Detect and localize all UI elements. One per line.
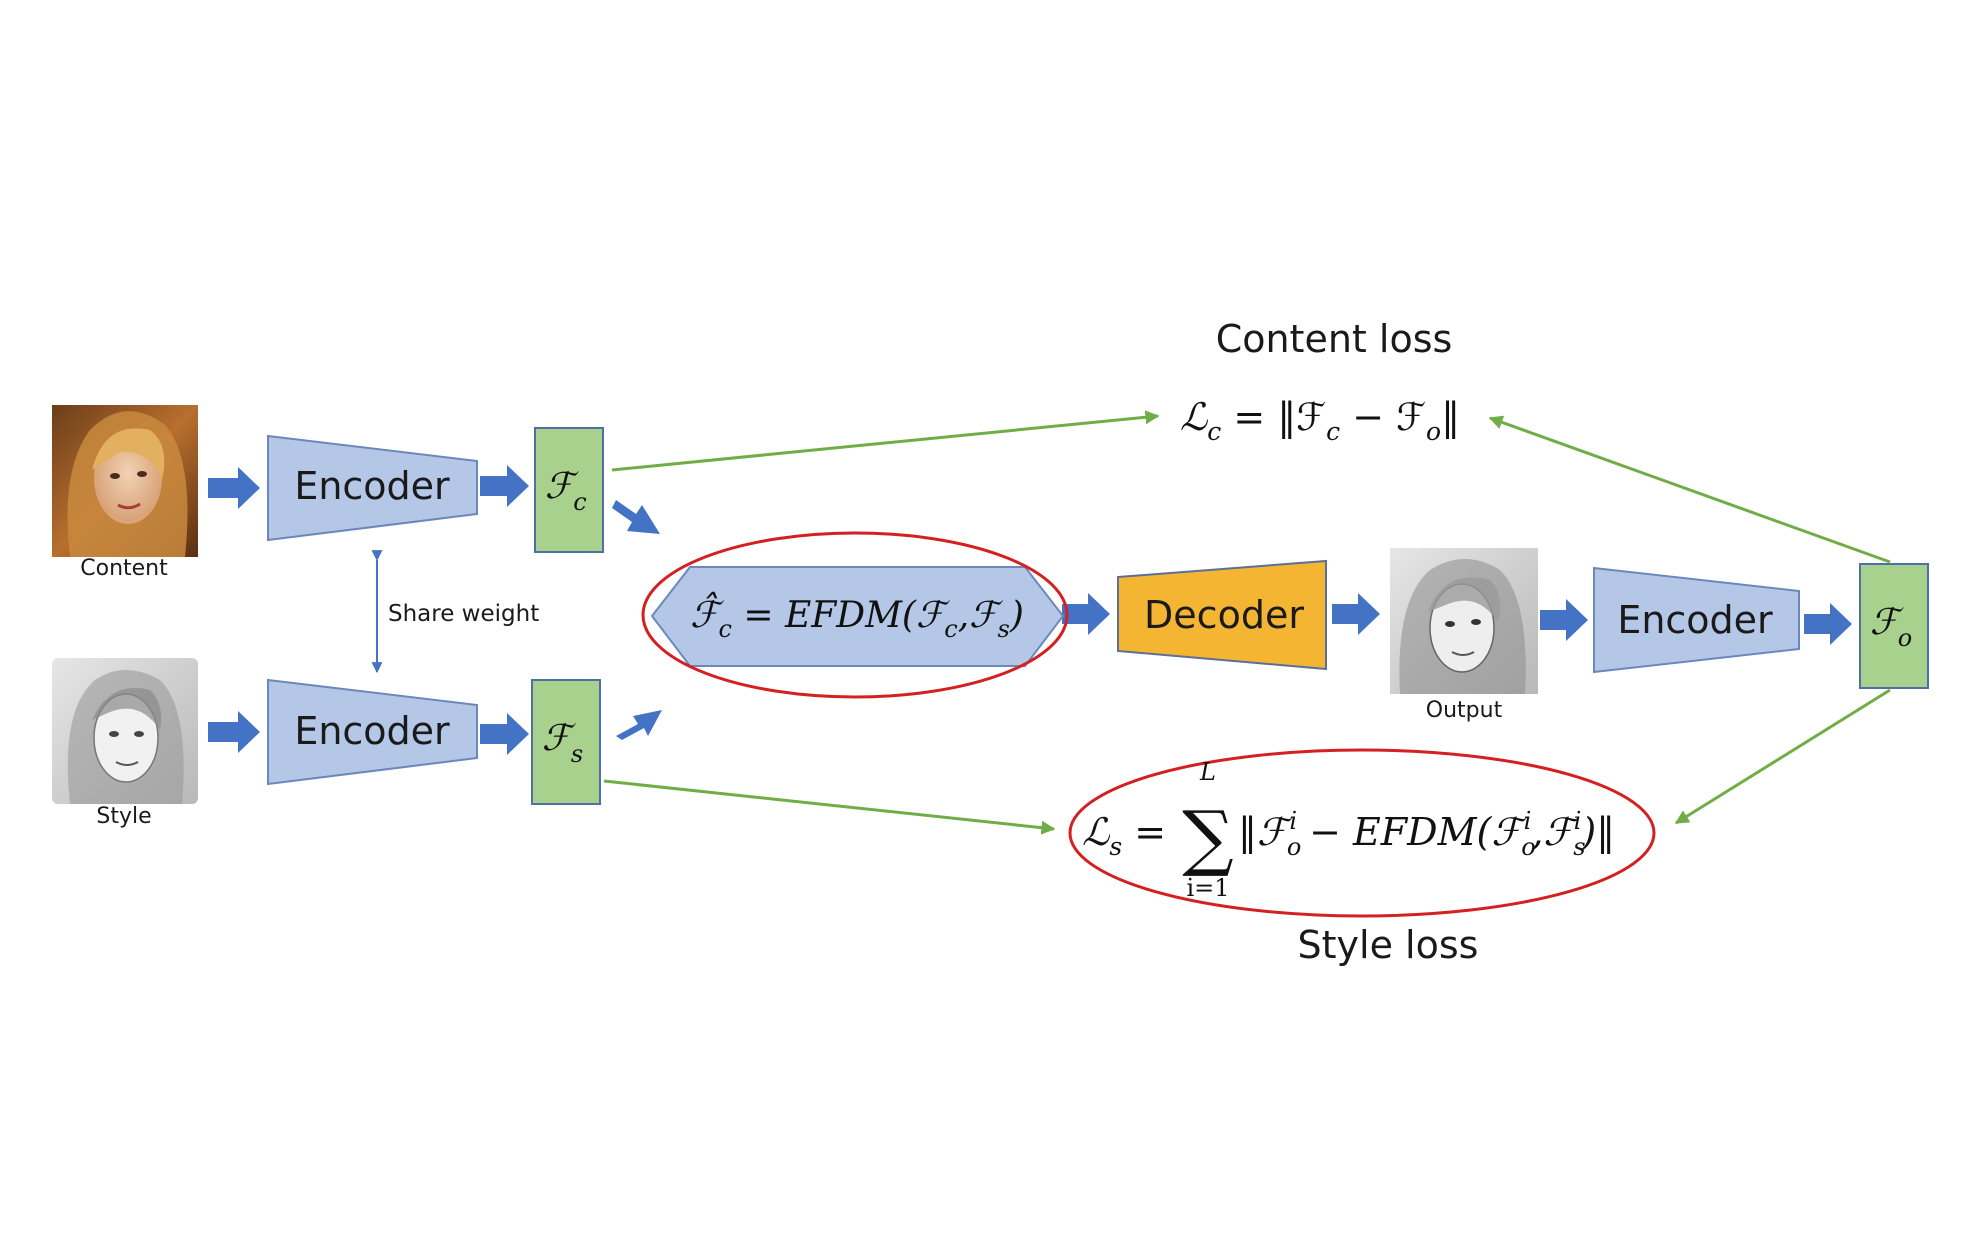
- style-loss-sum-upper: L: [1199, 758, 1216, 786]
- arrow-fc-to-efdm: [612, 500, 660, 534]
- feature-box-fo: ℱ o: [1859, 563, 1929, 689]
- arrow-fo-to-style-loss: [1674, 688, 1891, 825]
- loss-arrows: [603, 410, 1891, 835]
- efdm-highlight-ellipse: [641, 531, 1069, 699]
- decoder-label: Decoder: [1144, 593, 1304, 637]
- arrow-fs-to-efdm: [616, 710, 662, 740]
- encoder-right-label: Encoder: [1617, 598, 1773, 642]
- style-loss-title: Style loss: [1298, 923, 1479, 967]
- content-loss-title: Content loss: [1216, 317, 1453, 361]
- style-image: [52, 658, 198, 804]
- arrow-output-to-encoder: [1540, 599, 1588, 641]
- arrow-content-to-encoder: [208, 467, 260, 509]
- style-loss-rhs: ‖ℱoi − EFDM(ℱoi,ℱsi)‖: [1238, 807, 1615, 861]
- arrow-fc-to-content-loss: [611, 410, 1160, 472]
- arrow-encoder-to-fs: [480, 713, 529, 755]
- feature-box-fs: ℱ s: [531, 679, 601, 805]
- efdm-block: ℱ̂c = EFDM(ℱc,ℱs): [650, 566, 1065, 667]
- content-loss-formula: ℒc = ‖ℱc − ℱo‖: [1180, 395, 1460, 446]
- encoder-top: Encoder: [267, 434, 478, 542]
- flow-arrows: [208, 465, 1852, 755]
- encoder-bottom-label: Encoder: [294, 709, 450, 753]
- arrow-encoder-to-fo: [1804, 603, 1852, 645]
- style-loss-sum-lower: i=1: [1186, 874, 1229, 902]
- output-image: [1390, 548, 1538, 694]
- arrow-encoder-to-fc: [480, 465, 529, 507]
- arrow-fs-to-style-loss: [603, 779, 1056, 835]
- arrow-efdm-to-decoder: [1062, 593, 1110, 635]
- arrow-fo-to-content-loss: [1488, 415, 1891, 564]
- content-image-label: Content: [80, 556, 168, 581]
- style-loss-highlight-ellipse: [1068, 748, 1656, 918]
- encoder-right: Encoder: [1593, 566, 1800, 674]
- style-loss-lhs: ℒs=: [1082, 810, 1166, 861]
- style-loss-sum-sign: ∑: [1182, 795, 1233, 879]
- share-weight-label: Share weight: [388, 601, 539, 627]
- encoder-bottom: Encoder: [267, 678, 478, 786]
- fc-subscript: c: [573, 488, 586, 516]
- arrow-decoder-to-output: [1332, 593, 1380, 635]
- arrow-style-to-encoder: [208, 711, 260, 753]
- style-image-label: Style: [96, 804, 151, 829]
- efdm-formula: ℱ̂c = EFDM(ℱc,ℱs): [690, 591, 1024, 643]
- style-loss-formula: ℒs= ∑ L i=1 ‖ℱoi − EFDM(ℱoi,ℱsi)‖: [1082, 758, 1615, 902]
- decoder-block: Decoder: [1117, 559, 1327, 671]
- content-image: [52, 405, 198, 557]
- feature-box-fc: ℱ c: [534, 427, 604, 553]
- fs-subscript: s: [571, 740, 583, 768]
- encoder-top-label: Encoder: [294, 464, 450, 508]
- output-image-label: Output: [1426, 698, 1503, 723]
- fo-subscript: o: [1898, 624, 1912, 652]
